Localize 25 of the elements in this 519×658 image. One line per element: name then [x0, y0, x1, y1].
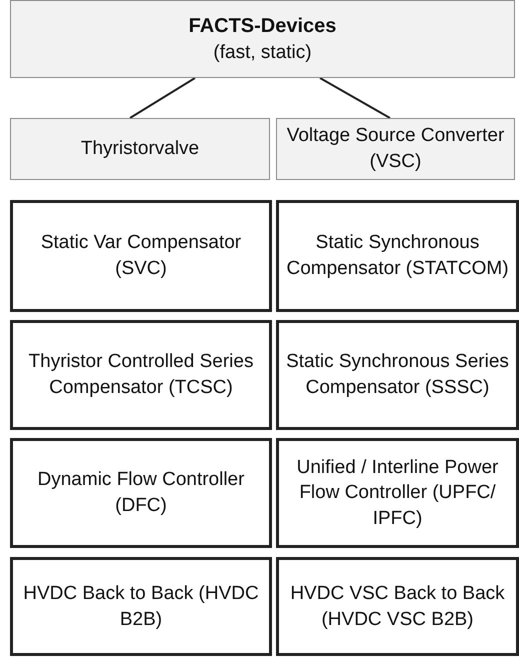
device-box	[276, 557, 519, 656]
device-box	[10, 557, 272, 656]
device-box	[276, 320, 519, 430]
box-text: Thyristorvalve	[80, 137, 200, 162]
box-text: Static Synchronous Compensator (STATCOM)	[285, 231, 510, 281]
box-text: Thyristor Controlled Series Compensator (TCSC)	[28, 350, 254, 400]
device-box	[10, 200, 272, 312]
device-box	[276, 200, 519, 312]
category-box	[10, 118, 270, 180]
category-box	[10, 0, 515, 78]
box-text: Dynamic Flow Controller (DFC)	[36, 468, 246, 518]
box-text: Unified / Interline Power Flow Controller (UPFC/ IPFC)	[296, 456, 500, 531]
device-box	[10, 438, 272, 548]
box-text: Voltage Source Converter (VSC)	[286, 124, 506, 174]
box-text: Static Var Compensator (SVC)	[40, 231, 242, 281]
device-box	[276, 438, 519, 548]
box-text: HVDC Back to Back (HVDC B2B)	[22, 582, 260, 632]
box-text: HVDC VSC Back to Back (HVDC VSC B2B)	[289, 582, 506, 632]
connector-line	[320, 77, 390, 119]
device-box	[10, 320, 272, 430]
box-text: (fast, static)	[213, 40, 312, 65]
title-text: FACTS-Devices	[188, 14, 336, 39]
box-text: Static Synchronous Series Compensator (SSSC)	[285, 350, 510, 400]
category-box	[276, 118, 515, 180]
connector-line	[129, 77, 196, 119]
